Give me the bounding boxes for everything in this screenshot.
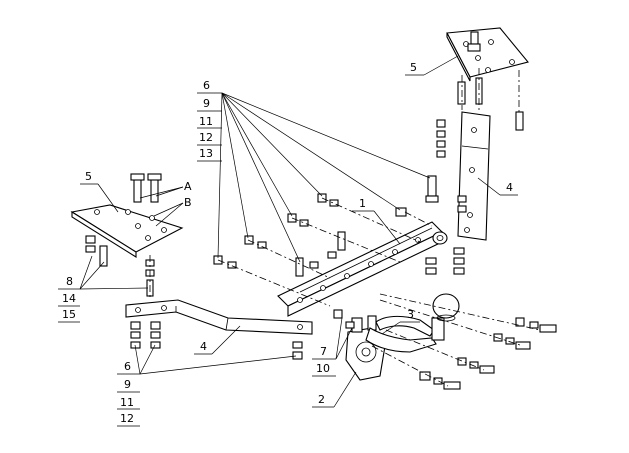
callout-11-bottom: 11 bbox=[120, 396, 134, 409]
callout-5-right: 5 bbox=[410, 61, 417, 74]
callout-5-left: 5 bbox=[85, 170, 92, 183]
callout-7: 7 bbox=[320, 345, 327, 358]
callout-13-top: 13 bbox=[199, 147, 213, 160]
callout-2: 2 bbox=[318, 393, 325, 406]
callout-stack-top: 6 9 11 12 13 bbox=[197, 79, 431, 263]
callout-12-bottom: 12 bbox=[120, 412, 134, 425]
left-side-bar bbox=[125, 299, 313, 335]
callout-1: 1 bbox=[359, 197, 366, 210]
callout-9-bottom: 9 bbox=[124, 378, 131, 391]
callout-15: 15 bbox=[62, 308, 76, 321]
right-mounting-plate bbox=[446, 27, 529, 82]
callout-stack-bottom: 6 9 11 12 bbox=[117, 344, 297, 427]
callout-3: 3 bbox=[407, 308, 414, 321]
callout-11-top: 11 bbox=[199, 115, 213, 128]
callout-7-10-group: 7 10 bbox=[312, 317, 353, 377]
callout-4-left: 4 bbox=[200, 340, 207, 353]
beam-fasteners bbox=[213, 193, 433, 329]
cross-beam bbox=[277, 221, 448, 317]
callout-5-left-group: 5 A B bbox=[80, 170, 192, 227]
callout-B: B bbox=[184, 196, 192, 209]
callout-10: 10 bbox=[316, 362, 330, 375]
callout-3-group: 3 bbox=[381, 308, 420, 335]
callout-A: A bbox=[184, 180, 192, 193]
right-side-bar bbox=[457, 111, 491, 241]
callout-4-right-group: 4 bbox=[477, 177, 518, 196]
callout-14: 14 bbox=[62, 292, 76, 305]
left-mounting-plate bbox=[70, 204, 184, 258]
callout-2-group: 2 bbox=[312, 371, 357, 408]
callout-6-top: 6 bbox=[203, 79, 210, 92]
left-bar-fasteners bbox=[130, 321, 303, 360]
tow-ball bbox=[365, 293, 460, 353]
callout-1-group: 1 bbox=[352, 197, 401, 245]
callout-9-top: 9 bbox=[203, 97, 210, 110]
callout-4-left-group: 4 bbox=[194, 325, 241, 355]
right-bar-washers bbox=[436, 119, 467, 213]
callout-12-top: 12 bbox=[199, 131, 213, 144]
callout-stack-left: 8 14 15 bbox=[58, 255, 149, 323]
right-fasteners bbox=[371, 175, 557, 390]
right-plate-bolts bbox=[457, 68, 524, 131]
callout-4-right: 4 bbox=[506, 181, 513, 194]
callout-6-bottom: 6 bbox=[124, 360, 131, 373]
callout-5-right-group: 5 bbox=[405, 55, 459, 76]
callout-8: 8 bbox=[66, 275, 73, 288]
left-plate-bolts bbox=[85, 173, 162, 300]
